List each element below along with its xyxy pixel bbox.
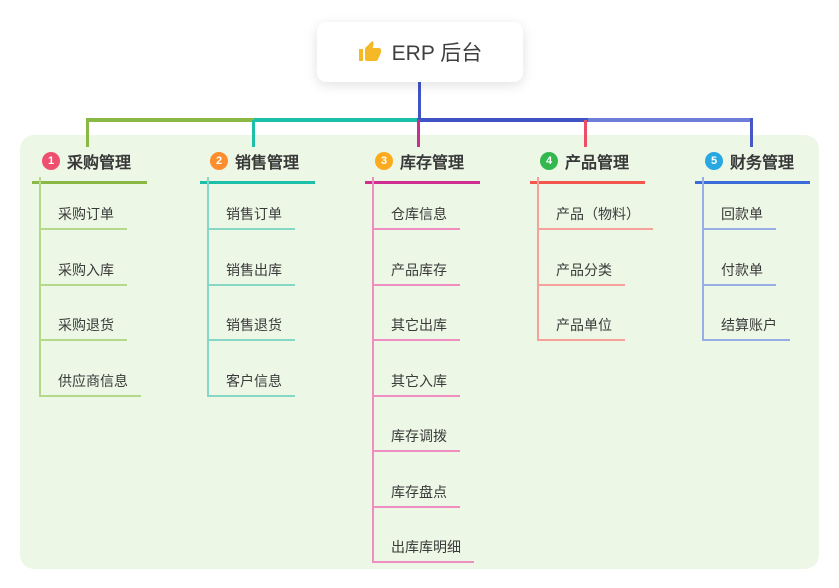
child-node[interactable]: 其它入库 (372, 373, 460, 397)
child-node[interactable]: 回款单 (702, 206, 776, 230)
child-node[interactable]: 仓库信息 (372, 206, 460, 230)
branch-number-badge: 5 (705, 152, 723, 170)
branches-panel (20, 135, 819, 569)
branch-vertical-line (702, 177, 704, 341)
child-node[interactable]: 采购入库 (39, 262, 127, 286)
child-node[interactable]: 销售出库 (207, 262, 295, 286)
root-node[interactable]: ERP 后台 (317, 22, 523, 82)
child-node[interactable]: 采购订单 (39, 206, 127, 230)
branch-vertical-line (39, 177, 41, 397)
child-node[interactable]: 付款单 (702, 262, 776, 286)
branch-vertical-line (537, 177, 539, 341)
child-node[interactable]: 产品分类 (537, 262, 625, 286)
bus-line-purchase (86, 118, 254, 122)
branch-sales: 2 销售管理 销售订单 销售出库 销售退货 客户信息 (200, 149, 316, 397)
bus-line-center-right (417, 118, 588, 122)
child-node[interactable]: 结算账户 (702, 317, 790, 341)
branch-finance-header[interactable]: 5 财务管理 (695, 149, 811, 184)
child-node[interactable]: 销售订单 (207, 206, 295, 230)
thumbs-up-icon (358, 40, 382, 64)
branch-title: 库存管理 (400, 155, 465, 172)
bus-line-sales (254, 118, 417, 122)
child-node[interactable]: 库存盘点 (372, 484, 460, 508)
branch-number-badge: 4 (540, 152, 558, 170)
branch-number-badge: 1 (42, 152, 60, 170)
branch-finance: 5 财务管理 回款单 付款单 结算账户 (695, 149, 811, 341)
branch-vertical-line (207, 177, 209, 397)
branch-number-badge: 2 (210, 152, 228, 170)
child-node[interactable]: 客户信息 (207, 373, 295, 397)
child-node[interactable]: 库存调拨 (372, 428, 460, 452)
branch-product: 4 产品管理 产品（物料） 产品分类 产品单位 (530, 149, 653, 341)
branch-purchase-header[interactable]: 1 采购管理 (32, 149, 148, 184)
child-node[interactable]: 采购退货 (39, 317, 127, 341)
child-node[interactable]: 供应商信息 (39, 373, 141, 397)
drop-line-purchase (86, 118, 89, 147)
child-node[interactable]: 销售退货 (207, 317, 295, 341)
branch-inventory-header[interactable]: 3 库存管理 (365, 149, 481, 184)
child-node[interactable]: 出库库明细 (372, 539, 474, 563)
drop-line-product (584, 120, 587, 147)
child-node[interactable]: 其它出库 (372, 317, 460, 341)
branch-product-header[interactable]: 4 产品管理 (530, 149, 646, 184)
drop-line-finance (750, 118, 753, 147)
branch-title: 产品管理 (565, 155, 630, 172)
branch-title: 销售管理 (235, 155, 300, 172)
branch-inventory: 3 库存管理 仓库信息 产品库存 其它出库 其它入库 库存调拨 库存盘点 出库库… (365, 149, 481, 563)
child-node[interactable]: 产品单位 (537, 317, 625, 341)
branch-sales-header[interactable]: 2 销售管理 (200, 149, 316, 184)
branch-number-badge: 3 (375, 152, 393, 170)
branch-vertical-line (372, 177, 374, 563)
branch-title: 采购管理 (67, 155, 132, 172)
child-node[interactable]: 产品库存 (372, 262, 460, 286)
bus-line-far-right (588, 118, 753, 122)
drop-line-sales (252, 120, 255, 147)
root-connector-line (418, 82, 421, 118)
root-title: ERP 后台 (391, 42, 483, 65)
branch-purchase: 1 采购管理 采购订单 采购入库 采购退货 供应商信息 (32, 149, 148, 397)
child-node[interactable]: 产品（物料） (537, 206, 653, 230)
branch-title: 财务管理 (730, 155, 795, 172)
drop-line-inventory (417, 120, 420, 147)
